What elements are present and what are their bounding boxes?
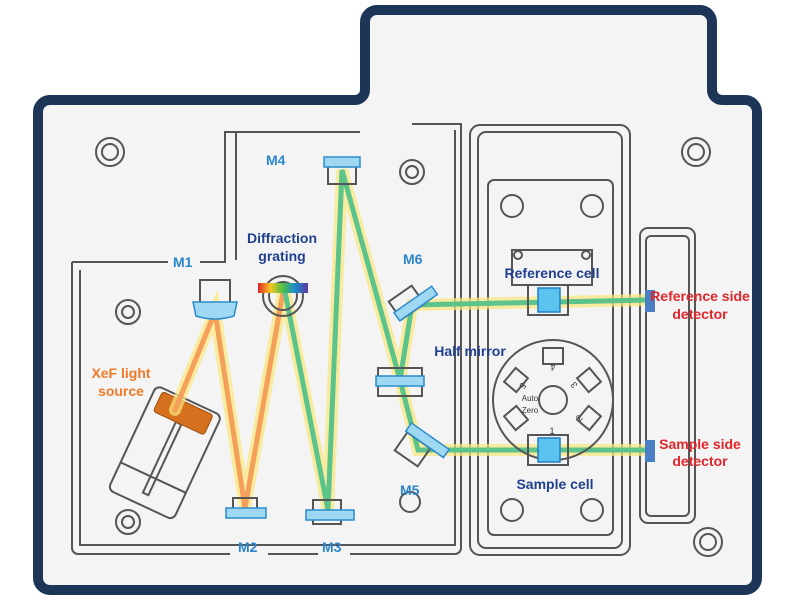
carousel-position-1: 1 [549, 426, 554, 436]
labels: M1 M2 M3 M4 M5 M6 Diffraction grating Xe… [91, 152, 750, 555]
inner-partitions [71, 123, 696, 556]
diffraction-grating [258, 275, 308, 317]
carousel-position-3: 3 [569, 380, 580, 390]
light-source [108, 386, 221, 520]
label-grating-line1: Diffraction [247, 230, 317, 246]
label-half-mirror: Half mirror [434, 343, 506, 359]
label-reference-cell: Reference cell [505, 265, 600, 281]
label-sample-cell: Sample cell [516, 476, 593, 492]
label-sample-detector-line2: detector [672, 453, 728, 469]
carousel-position-4: 4 [550, 362, 555, 372]
label-source-line2: source [98, 383, 144, 399]
cells-and-detectors [527, 284, 655, 466]
label-sample-detector-line1: Sample side [659, 436, 741, 452]
label-m5: M5 [400, 482, 420, 498]
label-m2: M2 [238, 539, 258, 555]
label-ref-detector-line1: Reference side [650, 288, 750, 304]
label-ref-detector-line2: detector [672, 306, 728, 322]
carousel-auto-zero-1: Auto [522, 394, 539, 403]
label-m3: M3 [322, 539, 342, 555]
carousel-position-2: 2 [574, 413, 585, 423]
carousel-auto-zero-2: Zero [522, 406, 539, 415]
label-grating-line2: grating [258, 248, 305, 264]
excitation-beam [172, 289, 286, 509]
mirrors [192, 156, 451, 525]
monochromatic-beam [282, 169, 648, 511]
screws [95, 137, 723, 557]
label-m4: M4 [266, 152, 286, 168]
label-m1: M1 [173, 254, 193, 270]
label-source-line1: XeF light [91, 365, 150, 381]
carousel-position-5: 5 [517, 381, 528, 391]
label-m6: M6 [403, 251, 423, 267]
